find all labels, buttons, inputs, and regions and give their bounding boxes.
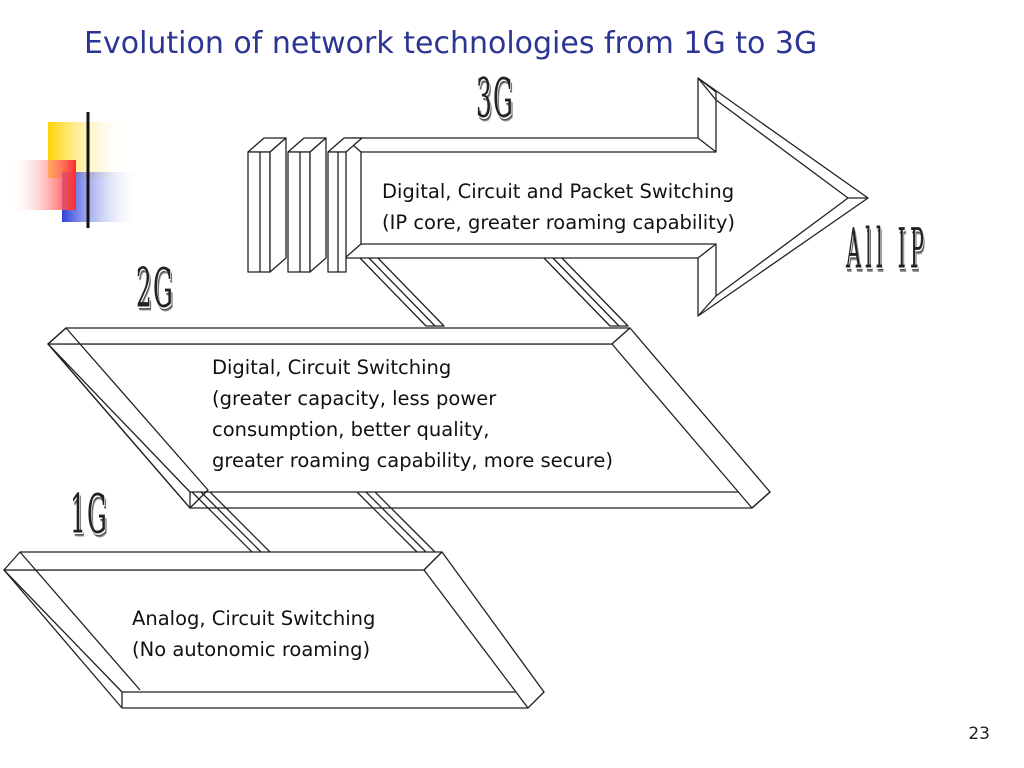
- arrow-3g: [344, 77, 869, 317]
- generation-label-1g: 1G: [70, 484, 109, 547]
- box-2g-line-1: Digital, Circuit Switching: [212, 356, 452, 379]
- generation-label-3g: 3G: [476, 68, 515, 131]
- connector-1g-2g: [189, 489, 442, 559]
- decorative-squares: [14, 112, 140, 228]
- generation-label-2g: 2G: [136, 258, 175, 321]
- box-3g-line-1: Digital, Circuit and Packet Switching: [382, 180, 735, 203]
- box-2g: [47, 327, 771, 509]
- box-3g-text: Digital, Circuit and Packet Switching (I…: [382, 176, 735, 238]
- slide-title: Evolution of network technologies from 1…: [84, 26, 818, 61]
- box-2g-line-3: consumption, better quality,: [212, 418, 490, 441]
- box-1g-text: Analog, Circuit Switching (No autonomic …: [132, 603, 375, 665]
- all-ip-label: All IP: [846, 218, 929, 282]
- deco-red-square: [14, 160, 76, 210]
- box-2g-text: Digital, Circuit Switching (greater capa…: [212, 352, 613, 476]
- box-3g-line-2: (IP core, greater roaming capability): [382, 211, 735, 234]
- box-1g-line-1: Analog, Circuit Switching: [132, 607, 376, 630]
- page-number: 23: [968, 724, 990, 744]
- box-1g: [3, 551, 545, 709]
- box-1g-line-2: (No autonomic roaming): [132, 638, 371, 661]
- box-2g-line-4: greater roaming capability, more secure): [212, 449, 613, 472]
- arrow-tail-bars: [247, 137, 363, 273]
- connector-2g-3g: [357, 255, 629, 327]
- box-2g-line-2: (greater capacity, less power: [212, 387, 497, 410]
